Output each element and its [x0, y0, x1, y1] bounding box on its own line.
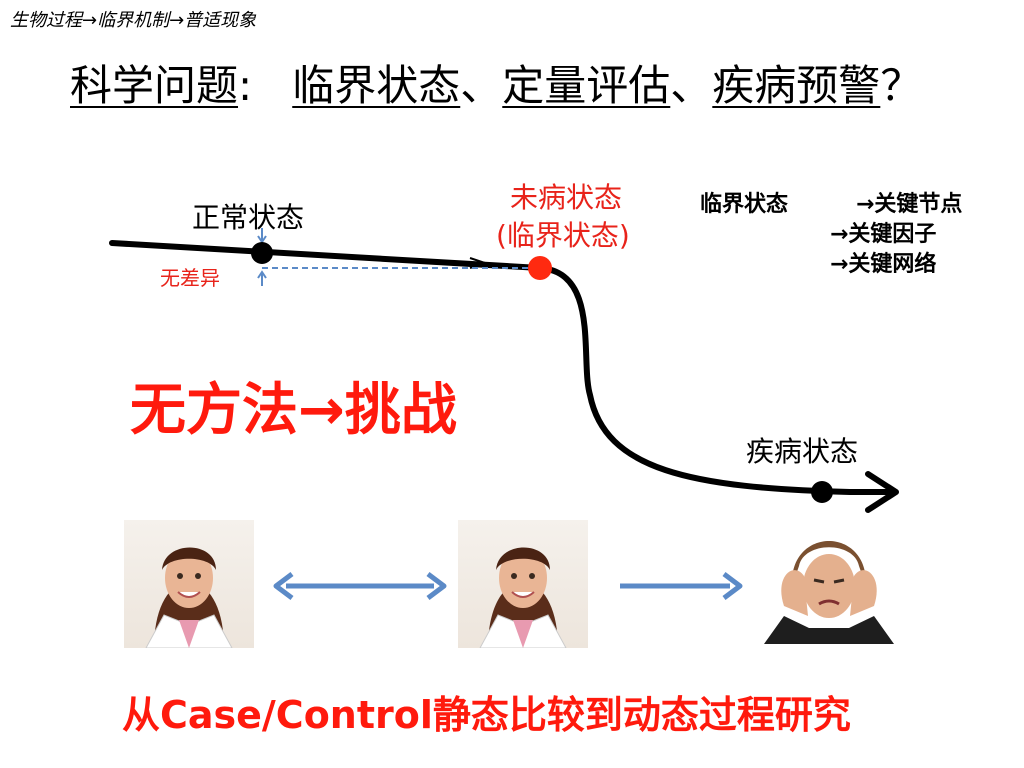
transition-curve	[109, 240, 895, 495]
pre-disease-label: 未病状态	[510, 181, 623, 214]
breadcrumb: 生物过程→临界机制→普适现象	[10, 10, 257, 31]
factor-key-network: →关键网络	[830, 252, 937, 277]
double-arrow-icon	[273, 572, 447, 600]
factor-key-factor: →关键因子	[830, 222, 937, 247]
doctor-photo	[124, 520, 254, 648]
normal-state-point	[251, 242, 273, 264]
title-qmark: ？	[880, 61, 923, 110]
headache-photo	[764, 516, 894, 644]
no-difference-label: 无差异	[160, 266, 220, 290]
title-prefix: 科学问题	[70, 61, 239, 110]
title-item-quantitative: 定量评估	[502, 61, 671, 110]
factor-key-node: →关键节点	[856, 192, 963, 217]
critical-state-heading: 临界状态	[700, 192, 789, 217]
pre-disease-sub-label: (临界状态)	[496, 219, 630, 252]
disease-state-point	[811, 481, 833, 503]
title-colon: :	[238, 61, 253, 110]
challenge-text: 无方法→挑战	[130, 378, 457, 443]
title-sep: 、	[670, 61, 713, 110]
title-item-critical-state: 临界状态	[292, 61, 461, 110]
disease-state-label: 疾病状态	[746, 435, 859, 468]
case-control-banner: 从Case/Control静态比较到动态过程研究	[122, 693, 851, 737]
right-arrow-icon	[620, 572, 743, 600]
critical-state-point	[528, 256, 552, 280]
title-sep: 、	[460, 61, 503, 110]
curve-mid-arrow	[469, 257, 489, 269]
doctor-photo	[458, 520, 588, 648]
curve-end-arrow	[865, 471, 899, 513]
page-title: 科学问题: 临界状态、定量评估、疾病预警？	[70, 52, 922, 113]
normal-state-label: 正常状态	[192, 201, 305, 234]
title-item-warning: 疾病预警	[712, 61, 881, 110]
